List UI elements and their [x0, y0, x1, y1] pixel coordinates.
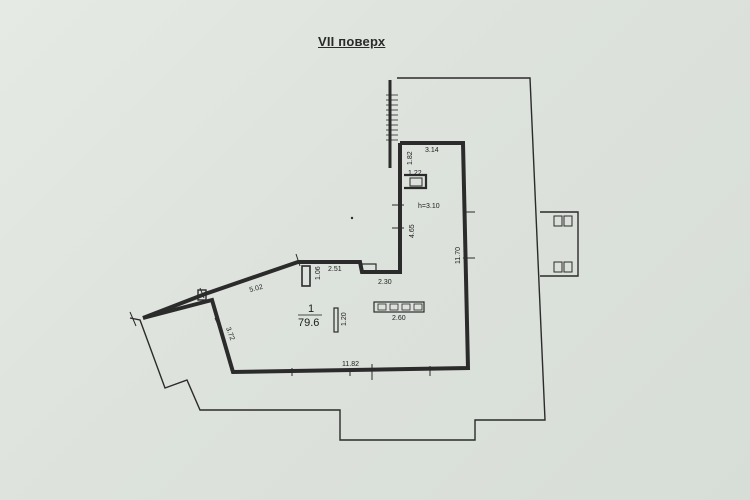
room-area: 79.6 [298, 317, 319, 329]
terrace-outline [129, 77, 546, 441]
niche [404, 173, 428, 190]
island-counter [373, 301, 425, 313]
floor-title: VII поверх [318, 34, 386, 49]
room-wall-inner-step [142, 143, 402, 320]
dim-2-30: 2.30 [378, 279, 392, 286]
dim-11-82: 11.82 [342, 361, 359, 368]
column-corner [197, 289, 207, 301]
side-balcony [540, 211, 579, 277]
dim-1-82: 1.82 [407, 151, 414, 165]
dim-3-72: 3.72 [224, 326, 235, 341]
column-left [301, 265, 311, 287]
balcony-post-bottom-right [563, 261, 573, 273]
island-seg-4 [413, 303, 423, 311]
island-seg-2 [389, 303, 399, 311]
balcony-post-top-right [563, 215, 573, 227]
ceiling-height: h=3.10 [418, 203, 440, 210]
room-number: 1 [308, 303, 314, 315]
island-seg-1 [377, 303, 387, 311]
island-seg-3 [401, 303, 411, 311]
dim-2-51: 2.51 [328, 266, 342, 273]
balcony-post-bottom-left [553, 261, 563, 273]
partition-stub [333, 307, 339, 333]
niche-box [409, 177, 423, 187]
dim-11-70: 11.70 [455, 247, 462, 264]
dim-1-22: 1.22 [408, 170, 422, 177]
dim-5-02: 5.02 [249, 284, 264, 294]
dim-1-20: 1.20 [341, 312, 348, 326]
dim-1-06: 1.06 [315, 266, 322, 280]
room-wall-outer [142, 141, 471, 375]
dim-2-60: 2.60 [392, 315, 406, 322]
dim-3-14: 3.14 [425, 147, 439, 154]
small-box [361, 263, 377, 273]
balcony-post-top-left [553, 215, 563, 227]
dim-4-65: 4.65 [409, 224, 416, 238]
dot-marker [350, 216, 354, 220]
